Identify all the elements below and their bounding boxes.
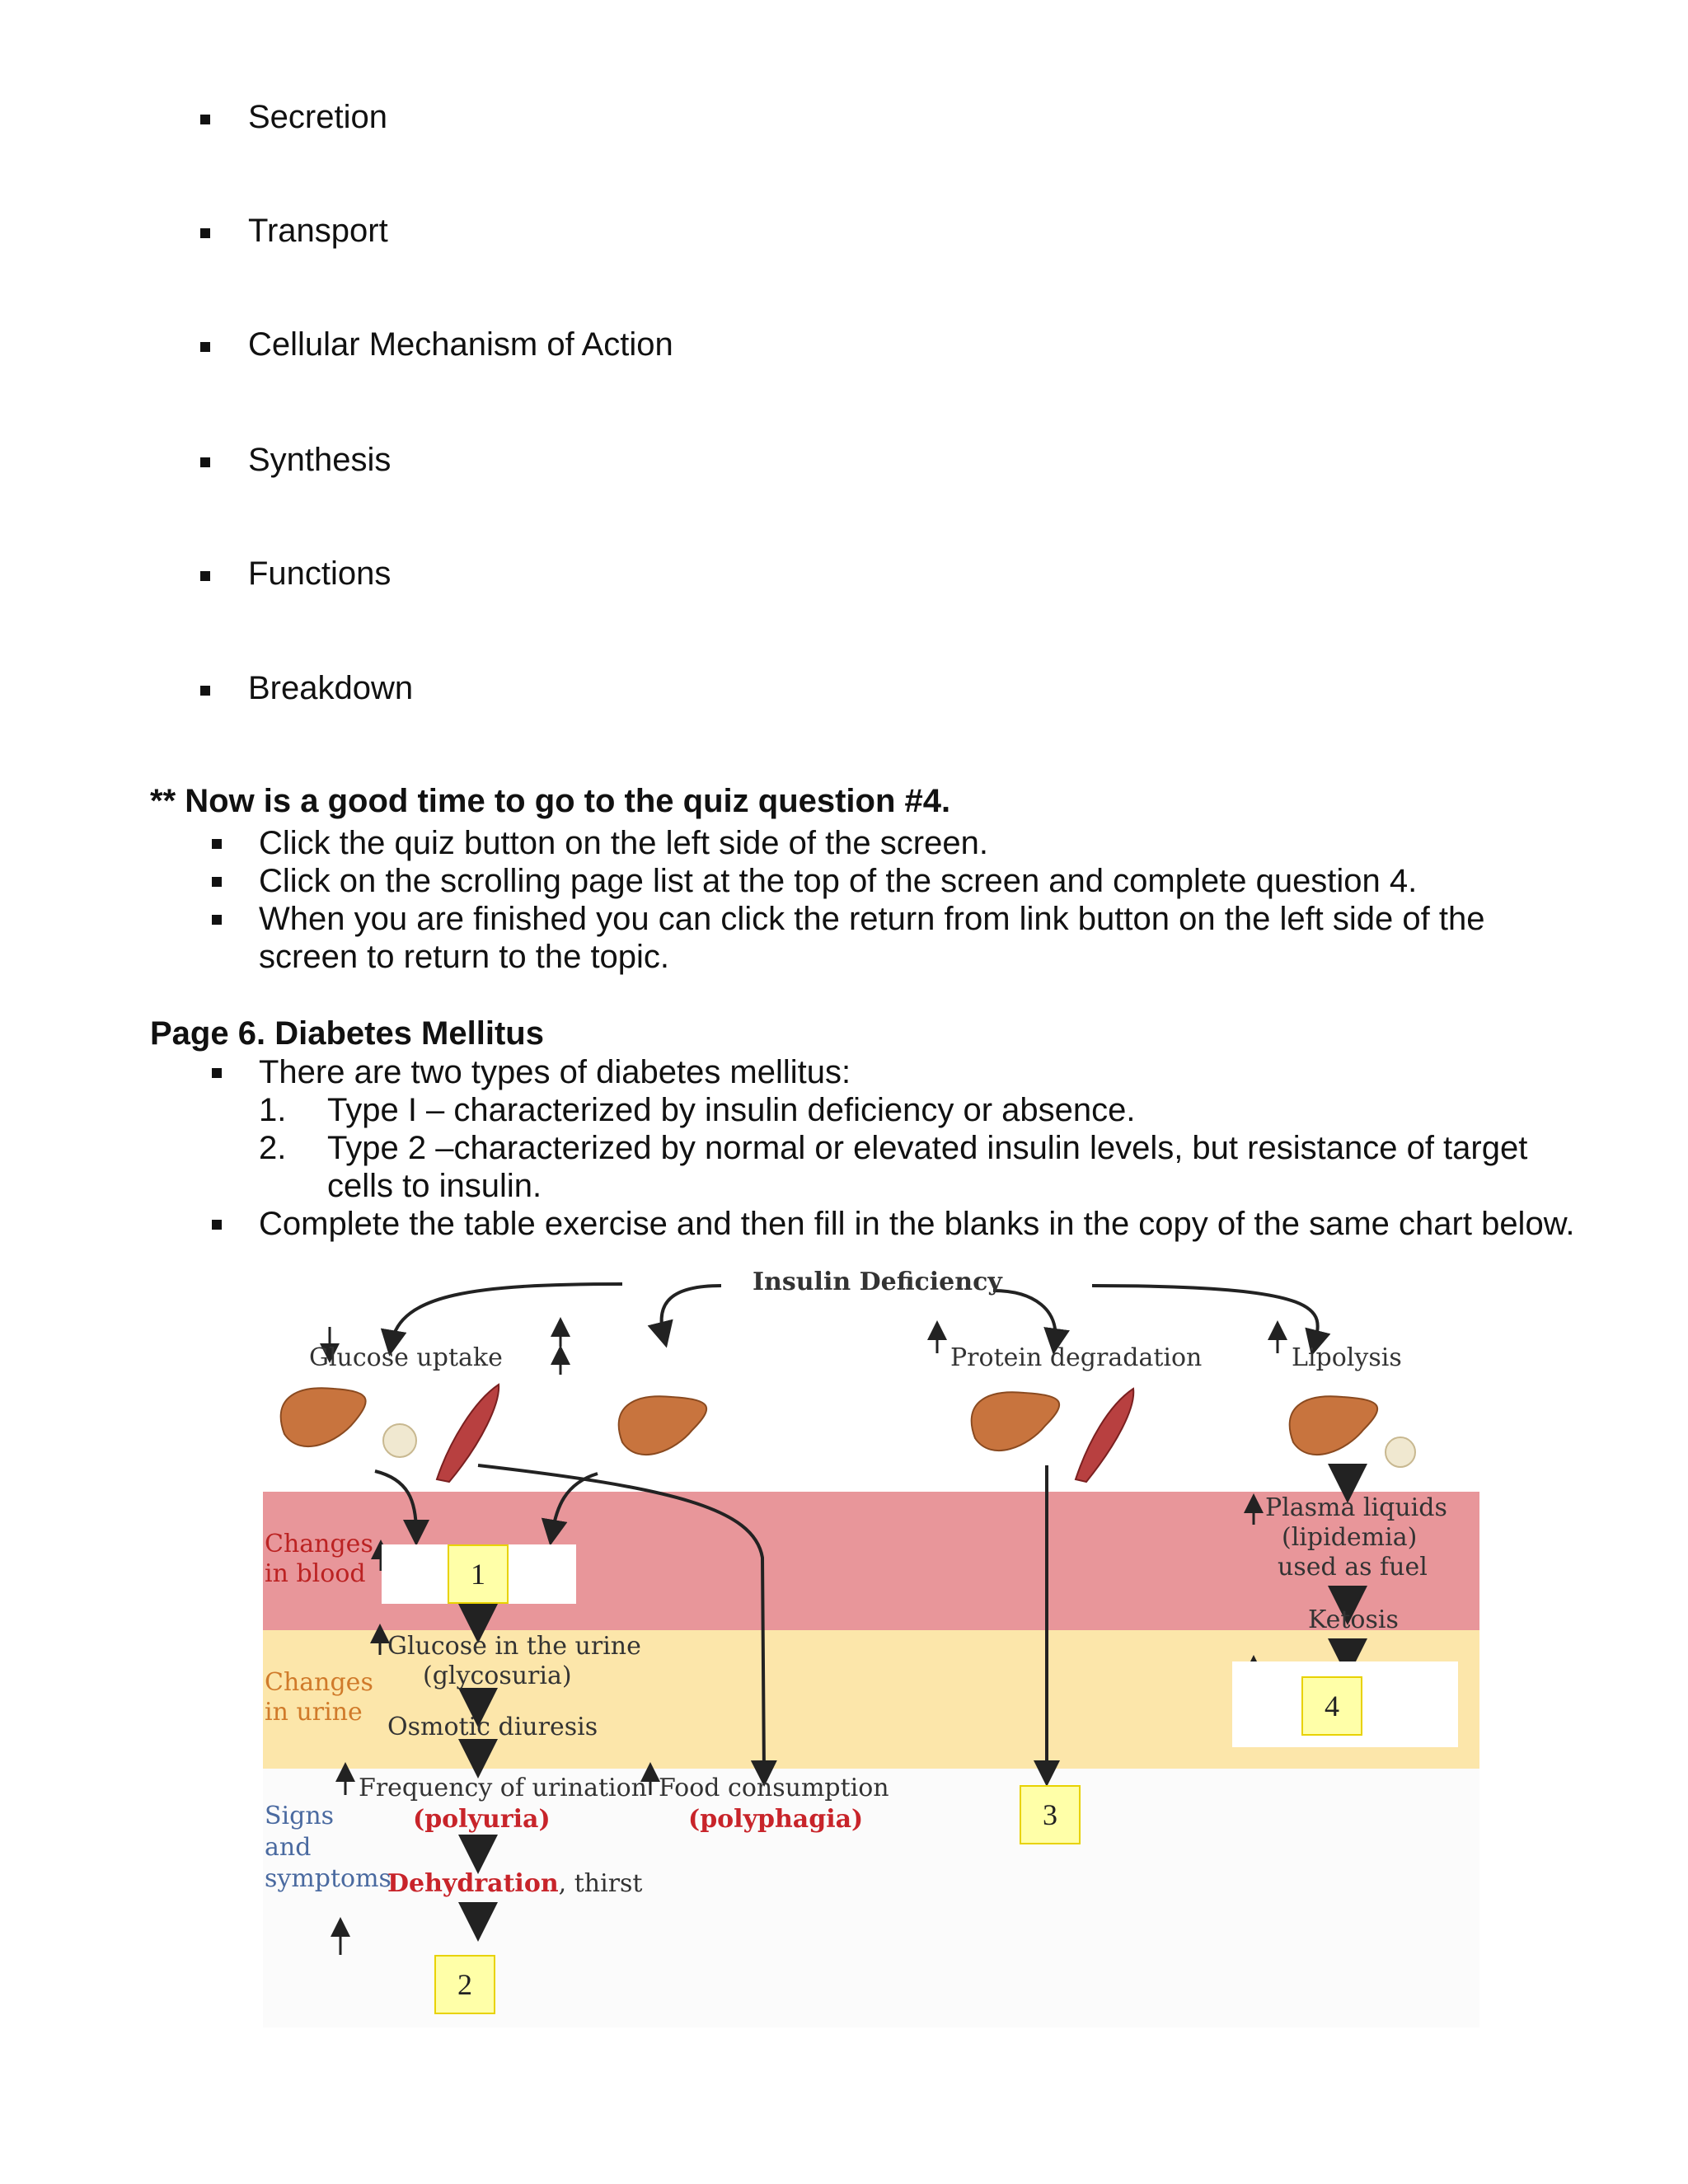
signs-label: Signs: [265, 1802, 334, 1830]
bullet-marker: [200, 571, 210, 581]
fill-in-blank-box[interactable]: 3: [1020, 1785, 1081, 1844]
changes-in-blood-label: in blood: [265, 1559, 366, 1588]
fat-cell-icon: [383, 1424, 416, 1457]
exercise-text: Complete the table exercise and then fil…: [259, 1205, 1574, 1243]
bullet-marker: [212, 1220, 222, 1230]
signs-label: and: [265, 1833, 311, 1862]
ketosis-label: Ketosis: [1308, 1605, 1399, 1634]
plasma-label: Plasma liquids: [1265, 1493, 1447, 1522]
bullet-marker: [200, 115, 210, 124]
arrow: [1092, 1286, 1318, 1343]
fuel-label: used as fuel: [1278, 1553, 1428, 1582]
quiz-instruction: Click on the scrolling page list at the …: [259, 862, 1417, 900]
intro-text: There are two types of diabetes mellitus…: [259, 1053, 851, 1091]
dehydration-label: Dehydration: [387, 1869, 559, 1898]
list-item: Breakdown: [248, 668, 413, 708]
liver-icon: [972, 1392, 1059, 1451]
protein-degradation-label: Protein degradation: [950, 1343, 1202, 1372]
changes-in-urine-label: in urine: [265, 1698, 363, 1727]
arrow: [993, 1291, 1056, 1342]
list-number: 2.: [259, 1129, 286, 1167]
arrow: [392, 1284, 622, 1343]
fill-in-blank-box[interactable]: 4: [1301, 1676, 1362, 1736]
quiz-instruction: When you are finished you can click the …: [259, 900, 1484, 938]
bullet-marker: [212, 839, 222, 849]
list-item: Cellular Mechanism of Action: [248, 325, 673, 364]
changes-in-urine-label: Changes: [265, 1668, 373, 1697]
fat-cell-icon: [1386, 1437, 1415, 1467]
glucose-urine-label: Glucose in the urine: [387, 1632, 641, 1661]
type2-text-continued: cells to insulin.: [327, 1167, 542, 1205]
lipolysis-label: Lipolysis: [1292, 1343, 1402, 1372]
liver-icon: [619, 1396, 706, 1455]
liver-icon: [1290, 1396, 1377, 1455]
bullet-marker: [200, 342, 210, 352]
polyuria-label: (polyuria): [413, 1805, 551, 1834]
bullet-marker: [212, 877, 222, 887]
changes-in-blood-label: Changes: [265, 1530, 373, 1558]
liver-icon: [281, 1388, 366, 1446]
bullet-marker: [200, 686, 210, 696]
list-item: Functions: [248, 554, 391, 593]
osmotic-diuresis-label: Osmotic diuresis: [387, 1713, 598, 1741]
bullet-marker: [212, 915, 222, 925]
glucose-uptake-label: Glucose uptake: [309, 1343, 503, 1372]
food-consumption-label: Food consumption: [659, 1774, 889, 1802]
quiz-instruction: Click the quiz button on the left side o…: [259, 824, 988, 862]
arrow: [662, 1286, 721, 1335]
bullet-marker: [200, 228, 210, 238]
fill-in-blank-box[interactable]: 2: [434, 1955, 495, 2014]
list-number: 1.: [259, 1091, 286, 1129]
type1-text: Type I – characterized by insulin defici…: [327, 1091, 1136, 1129]
quiz-instruction-continued: screen to return to the topic.: [259, 938, 669, 976]
type2-text: Type 2 –characterized by normal or eleva…: [327, 1129, 1527, 1167]
polyphagia-label: (polyphagia): [688, 1805, 863, 1834]
fill-in-blank-box[interactable]: 1: [448, 1544, 509, 1604]
insulin-deficiency-diagram: Insulin Deficiency Glucose uptake Protei…: [260, 1261, 1479, 2027]
bullet-marker: [200, 457, 210, 467]
list-item: Secretion: [248, 97, 387, 137]
section-heading: Page 6. Diabetes Mellitus: [150, 1015, 544, 1052]
signs-label: symptoms: [265, 1864, 392, 1893]
glycosuria-label: (glycosuria): [423, 1661, 572, 1690]
dehydration-thirst: Dehydration, thirst: [387, 1869, 643, 1898]
lipidemia-label: (lipidemia): [1282, 1523, 1417, 1552]
muscle-icon: [1076, 1389, 1133, 1482]
bullet-marker: [212, 1068, 222, 1078]
list-item: Synthesis: [248, 440, 391, 480]
frequency-label: Frequency of urination: [359, 1774, 647, 1802]
diagram-title: Insulin Deficiency: [753, 1268, 1002, 1296]
quiz-heading: ** Now is a good time to go to the quiz …: [150, 783, 950, 820]
list-item: Transport: [248, 211, 388, 251]
thirst-label: , thirst: [559, 1869, 643, 1898]
